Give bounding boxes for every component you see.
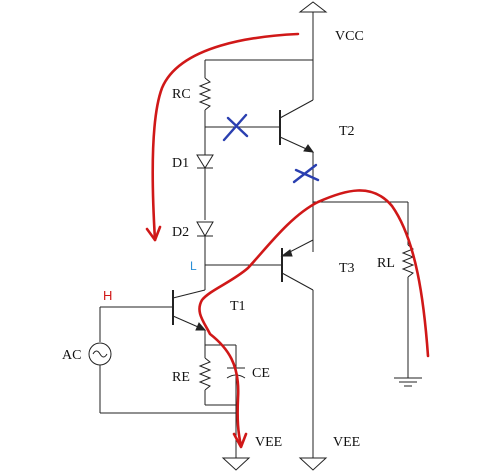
label-rc: RC [172, 87, 191, 102]
label-vee-right: VEE [333, 435, 360, 450]
current-paths [145, 32, 430, 449]
re-resistor [198, 357, 212, 391]
label-rl: RL [377, 256, 395, 271]
wiring [88, 1, 422, 471]
label-t2: T2 [339, 124, 355, 139]
current-path-upper [151, 32, 300, 242]
rc-resistor [198, 77, 212, 111]
d2-diode [196, 221, 214, 238]
label-re: RE [172, 370, 190, 385]
label-ac: AC [62, 348, 81, 363]
current-path-lower [198, 189, 430, 448]
label-l: L [190, 259, 197, 273]
label-d1: D1 [172, 156, 189, 171]
vcc-terminal-arrow [298, 1, 328, 13]
label-d2: D2 [172, 225, 189, 240]
label-ce: CE [252, 366, 270, 381]
cross-mark-t2-emitter [292, 163, 320, 184]
cross-mark-t2-base [222, 113, 249, 142]
vee-right-terminal-arrow [298, 457, 328, 471]
label-vee-left: VEE [255, 435, 282, 450]
label-h: H [103, 288, 112, 303]
label-t3: T3 [339, 261, 355, 276]
label-vcc: VCC [335, 29, 364, 44]
t2-emitter-arrow [303, 144, 315, 153]
vee-left-terminal-arrow [221, 457, 251, 471]
d1-diode [196, 154, 214, 169]
t3-emitter-arrow [280, 249, 293, 257]
rl-resistor [401, 244, 415, 278]
t1-emitter-arrow [195, 322, 207, 331]
label-t1: T1 [230, 299, 246, 314]
cross-marks [222, 113, 320, 184]
